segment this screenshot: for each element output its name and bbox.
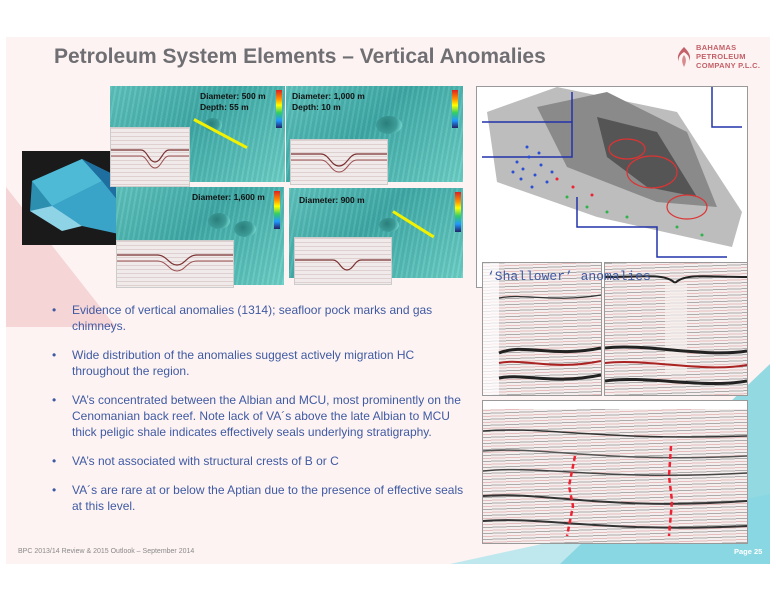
anomaly-distribution-map: ‘Shallower’ anomalies xyxy=(476,86,748,288)
seismic-chimney-drawing xyxy=(605,275,747,386)
seismic-trace xyxy=(291,153,387,173)
map-depth-label: Depth: 55 m xyxy=(200,102,249,112)
seismic-trace xyxy=(295,259,391,271)
map-diameter-label: Diameter: 1,600 m xyxy=(192,192,265,202)
pockmark-crater xyxy=(376,116,402,134)
bullet-list: Evidence of vertical anomalies (1314); s… xyxy=(52,302,472,527)
pockmark-crater xyxy=(379,218,399,232)
seismic-chimney-drawing xyxy=(483,263,601,395)
bullet-item: VA’s concentrated between the Albian and… xyxy=(52,392,472,440)
pockmark-crater xyxy=(208,213,230,229)
seismic-trace xyxy=(111,149,189,169)
map-diameter-label: Diameter: 1,000 m xyxy=(292,91,365,101)
slide: Petroleum System Elements – Vertical Ano… xyxy=(6,37,770,564)
map-diameter-label: Diameter: 900 m xyxy=(299,195,365,205)
bullet-item: VA’s not associated with structural cres… xyxy=(52,453,472,469)
company-logo: BAHAMAS PETROLEUM COMPANY P.L.C. xyxy=(674,43,764,79)
logo-line-1: BAHAMAS xyxy=(696,43,737,52)
color-scale-bar xyxy=(274,191,280,229)
bullet-item: Wide distribution of the anomalies sugge… xyxy=(52,347,472,379)
map-diameter-label: Diameter: 500 m xyxy=(200,91,266,101)
logo-line-2: PETROLEUM xyxy=(696,52,746,61)
logo-flame-icon xyxy=(677,47,691,67)
pockmark-crater xyxy=(234,221,256,237)
logo-text: BAHAMAS PETROLEUM COMPANY P.L.C. xyxy=(696,43,760,70)
map-depth-label: Depth: 10 m xyxy=(292,102,341,112)
seismic-section-1000m xyxy=(290,139,388,185)
bullet-item: Evidence of vertical anomalies (1314); s… xyxy=(52,302,472,334)
seismic-section-500m xyxy=(110,127,190,187)
seismic-section-1600m xyxy=(116,240,234,288)
color-scale-bar xyxy=(276,90,282,128)
color-scale-bar xyxy=(452,90,458,128)
seismic-trace xyxy=(117,254,233,272)
shallower-anomalies-caption: ‘Shallower’ anomalies xyxy=(487,269,651,284)
seismic-section-chimney-left xyxy=(482,262,602,396)
slide-title: Petroleum System Elements – Vertical Ano… xyxy=(54,45,546,68)
seismic-section-900m xyxy=(294,237,392,285)
page-number: Page 25 xyxy=(734,547,763,556)
logo-line-3: COMPANY P.L.C. xyxy=(696,61,761,70)
seismic-section-chimney-right xyxy=(604,262,748,396)
seismic-regional-drawing xyxy=(483,401,747,537)
footer-text: BPC 2013/14 Review & 2015 Outlook – Sept… xyxy=(18,548,195,555)
seismic-section-regional xyxy=(482,400,748,544)
anomaly-map-drawing xyxy=(482,87,742,258)
color-scale-bar xyxy=(455,192,461,232)
bullet-item: VA´s are rare at or below the Aptian due… xyxy=(52,482,472,514)
